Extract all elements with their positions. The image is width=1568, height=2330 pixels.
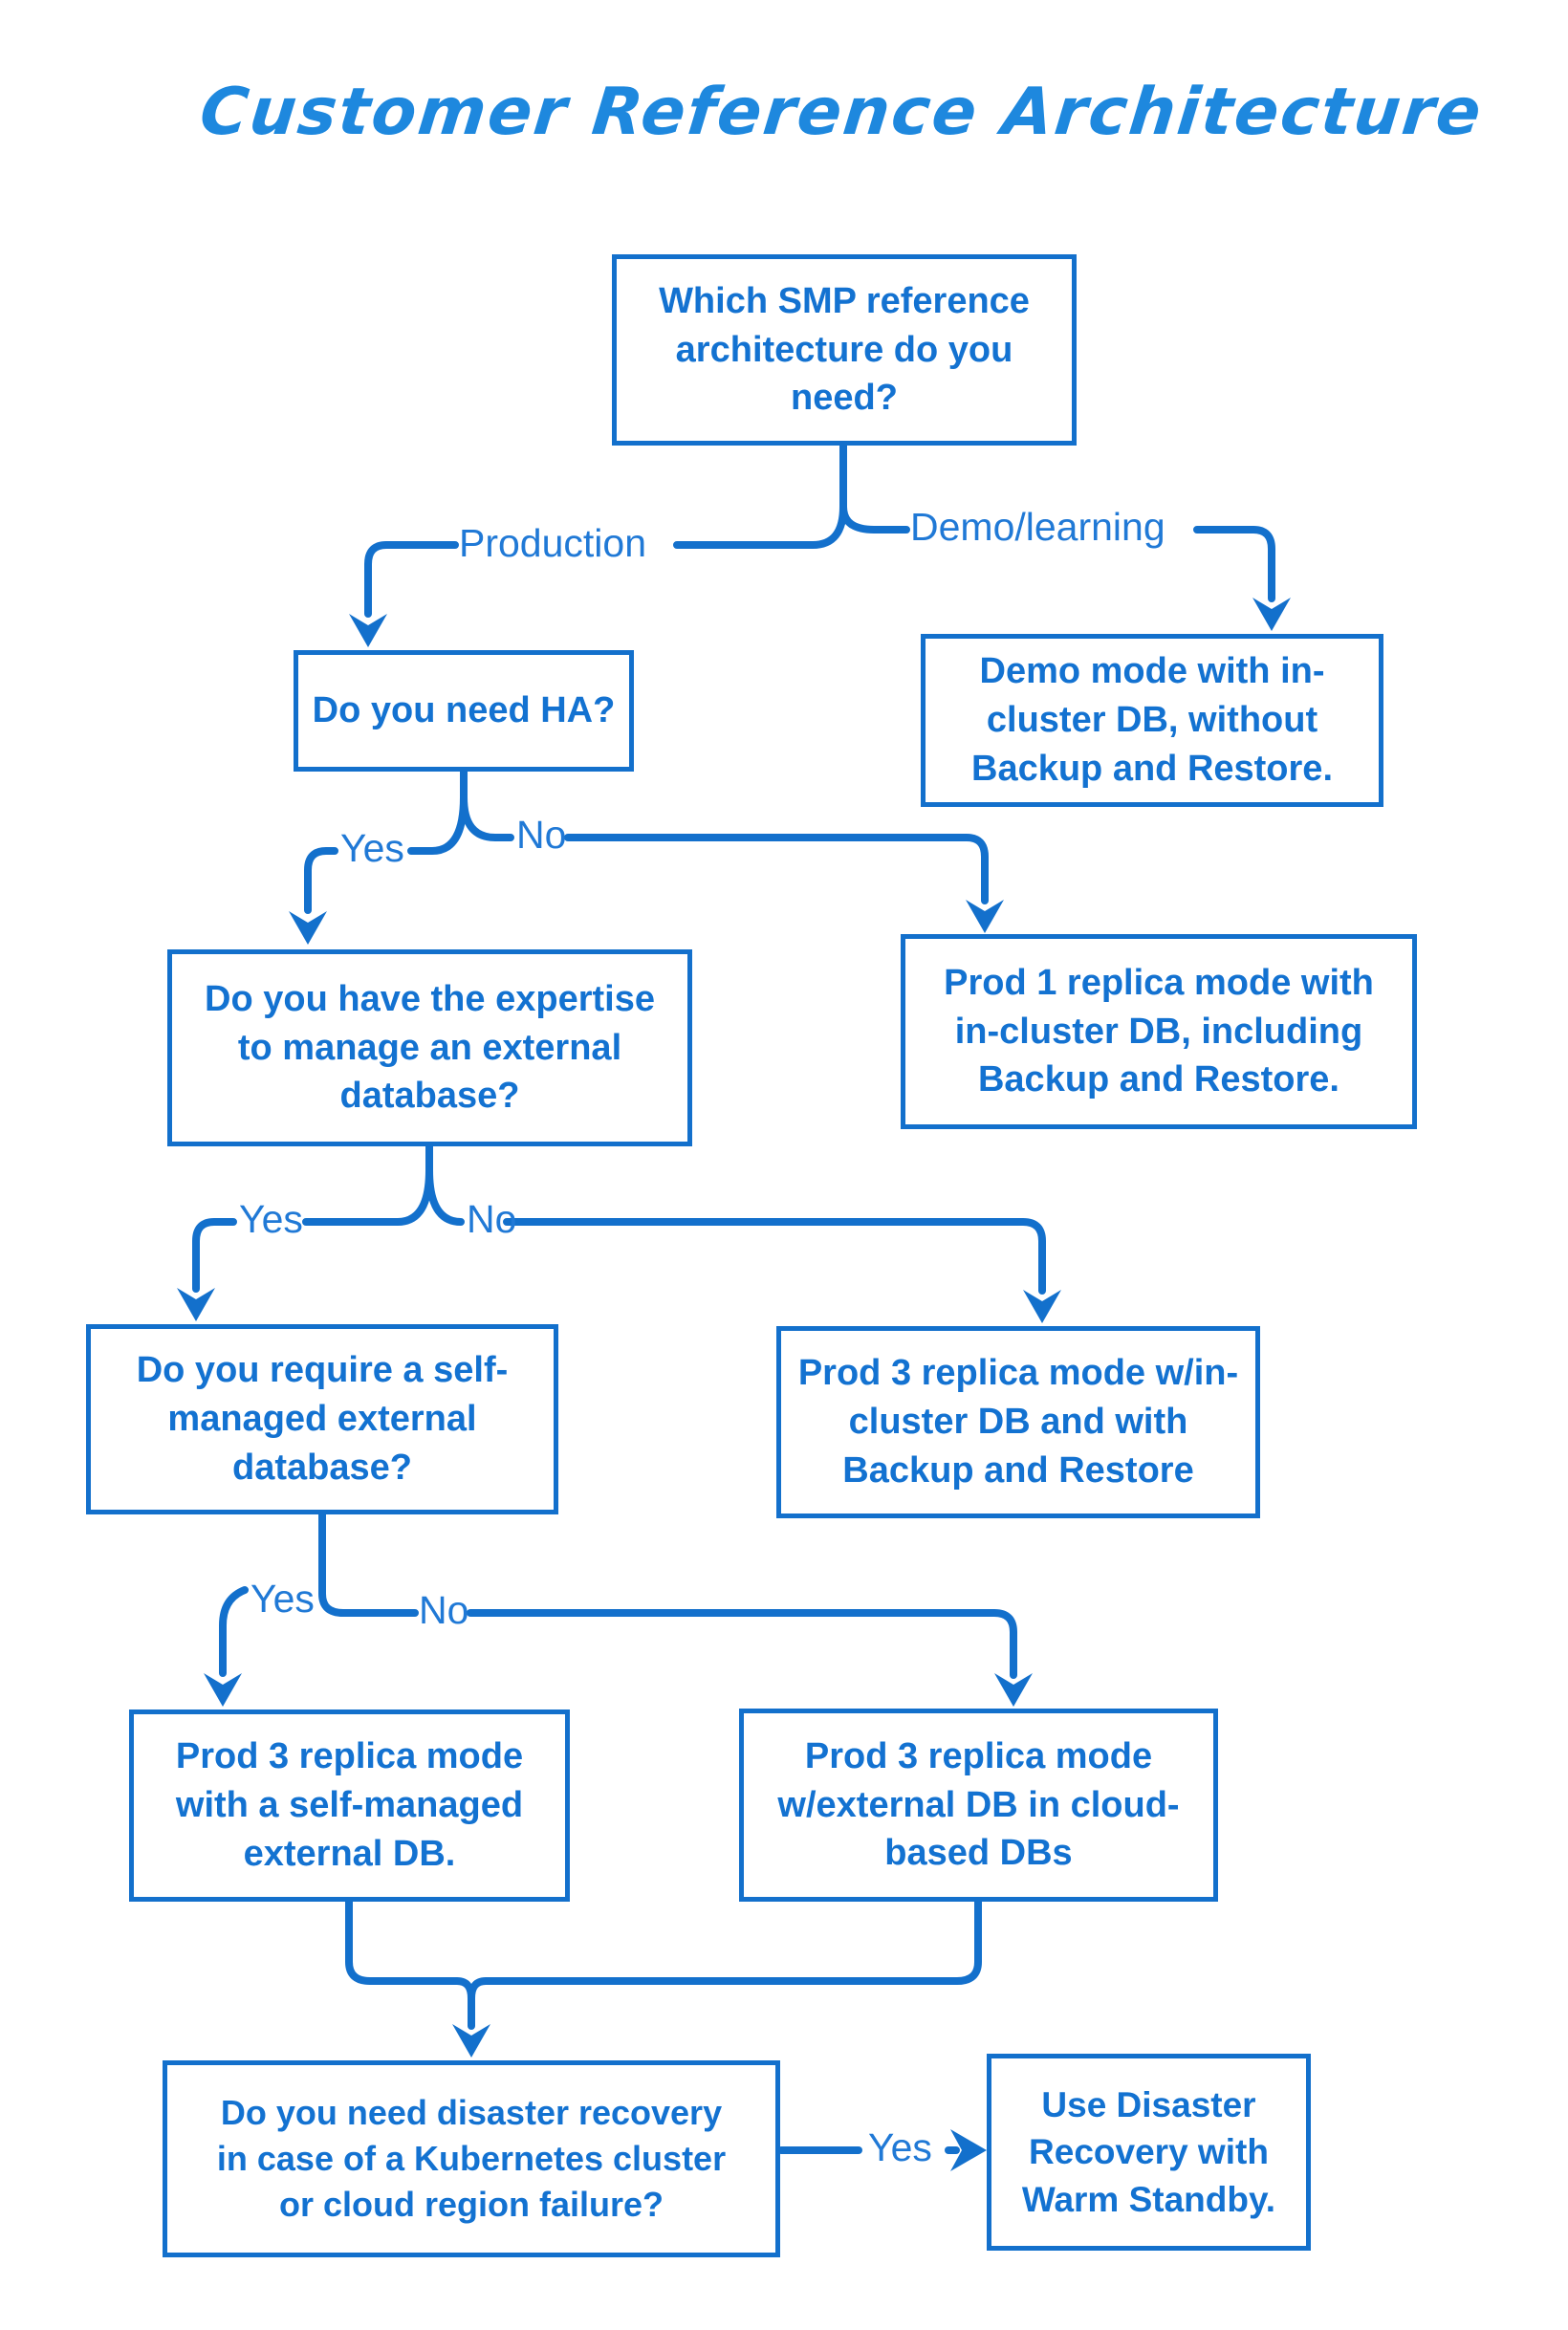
connector-expertise-yes-elbow [302,1166,433,1226]
connector-self-managed-db-merge [345,1898,475,2002]
node-demo-mode: Demo mode with in- cluster DB, without B… [921,634,1383,807]
node-prod-3-cloud: Prod 3 replica mode w/external DB in clo… [739,1709,1218,1902]
connector-ha-yes-line [304,847,338,914]
branch-label-expertise-yes: Yes [239,1197,303,1241]
branch-label-self-managed-no: No [419,1588,469,1632]
node-prod-3-in-cluster: Prod 3 replica mode w/in- cluster DB and… [776,1326,1260,1518]
node-disaster-recovery-question: Do you need disaster recovery in case of… [163,2060,780,2257]
node-ha-question: Do you need HA? [294,650,634,772]
connector-cloud-db-merge [468,1898,982,2002]
node-self-managed-question: Do you require a self- managed external … [86,1324,558,1514]
connector-root-demo [839,503,910,534]
node-prod-1-replica: Prod 1 replica mode with in-cluster DB, … [901,934,1417,1129]
node-expertise-question: Do you have the expertise to manage an e… [167,949,692,1146]
arrowhead-self-managed-no-down [994,1673,1033,1707]
arrowhead-merge-down [452,2024,490,2058]
connector-expertise-yes-line [192,1218,237,1293]
connector-production-arrow-line [364,541,459,618]
arrowhead-ha-no-down [966,900,1004,933]
connector-self-managed-yes-hook [219,1586,249,1677]
connector-self-managed-stem [318,1508,419,1617]
connector-ha-no-elbow [460,794,514,841]
arrowhead-dr-yes-right [950,2129,987,2171]
node-root-question: Which SMP reference architecture do you … [612,254,1077,446]
arrowhead-expertise-no-down [1023,1290,1061,1323]
connector-expertise-no-elbow [425,1166,465,1226]
connector-demo-arrow-line [1193,526,1275,602]
node-warm-standby: Use Disaster Recovery with Warm Standby. [987,2054,1311,2251]
arrowhead-ha-yes-down [289,911,327,945]
branch-label-demo-learning: Demo/learning [910,505,1165,549]
connector-ha-no-line [564,834,989,904]
arrowhead-expertise-yes-down [177,1288,215,1321]
branch-label-ha-no: No [516,813,567,857]
branch-label-disaster-recovery-yes: Yes [868,2125,932,2169]
node-prod-3-self-managed: Prod 3 replica mode with a self-managed … [129,1709,570,1902]
connector-self-managed-no-line [467,1609,1017,1679]
branch-label-ha-yes: Yes [340,826,404,870]
arrowhead-production-down [349,614,387,647]
branch-label-production: Production [459,521,647,565]
arrowhead-demo-down [1252,598,1291,631]
branch-label-expertise-no: No [467,1197,517,1241]
branch-label-self-managed-yes: Yes [250,1577,315,1621]
arrowhead-self-managed-yes-down [204,1673,242,1707]
connector-root-production [673,503,847,549]
connector-expertise-no-line [503,1218,1046,1295]
connector-ha-yes-elbow [407,794,468,855]
